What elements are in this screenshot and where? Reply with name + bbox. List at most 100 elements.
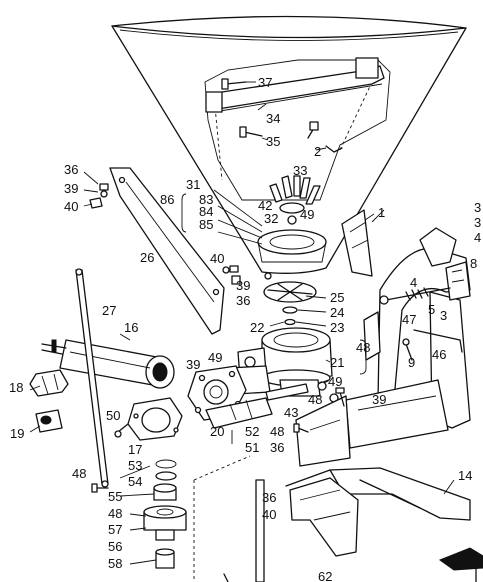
hub-56 [143, 505, 187, 541]
label-49-flange: 49 [208, 350, 222, 365]
label-2: 2 [314, 144, 321, 159]
label-36-lower: 36 [262, 490, 276, 505]
hardware-36-39-40-top [89, 183, 109, 209]
label-85: 85 [199, 217, 213, 232]
label-1: 1 [378, 205, 385, 220]
corner-detail [438, 547, 483, 582]
label-51: 51 [245, 440, 259, 455]
label-20: 20 [210, 424, 224, 439]
label-21: 21 [330, 355, 344, 370]
ring-53-54 [155, 459, 177, 481]
bolt-37 [221, 78, 247, 90]
center-line-2 [193, 455, 251, 481]
label-36-coupling: 36 [270, 440, 284, 455]
label-34: 34 [266, 111, 280, 126]
label-4-mid: 4 [410, 275, 417, 290]
bracket-part-36-40-lower [289, 477, 359, 557]
label-22: 22 [250, 320, 264, 335]
rod-27 [75, 268, 109, 488]
label-52: 52 [245, 424, 259, 439]
label-53: 53 [128, 458, 142, 473]
label-9: 9 [408, 355, 415, 370]
label-40-top: 40 [64, 199, 78, 214]
clip-2 [325, 145, 343, 153]
label-50: 50 [106, 408, 120, 423]
frame-tubes [295, 227, 471, 467]
bracket-8 [445, 261, 471, 301]
coupling-20-52 [205, 397, 273, 429]
bolt-35 [239, 121, 319, 139]
label-48-left: 48 [72, 466, 86, 481]
group-bracket-86 [181, 193, 187, 233]
label-24: 24 [330, 305, 344, 320]
rod-46 [413, 329, 463, 353]
label-43: 43 [284, 405, 298, 420]
label-84: 84 [199, 204, 213, 219]
label-39-mid: 39 [236, 278, 250, 293]
label-35: 35 [266, 134, 280, 149]
spring-rod-47 [379, 287, 451, 305]
label-17: 17 [128, 442, 142, 457]
bracket-26 [109, 167, 225, 335]
label-3-top: 3 [474, 200, 481, 215]
label-86: 86 [160, 192, 174, 207]
label-48-coupling: 48 [270, 424, 284, 439]
label-55: 55 [108, 489, 122, 504]
clamp-19 [35, 409, 63, 433]
bearing-55 [153, 483, 177, 501]
washer-24 [282, 306, 298, 314]
callout-labels: 37 34 35 2 33 31 86 83 84 85 42 32 49 1 … [9, 75, 481, 582]
label-5: 5 [428, 302, 435, 317]
label-58: 58 [108, 556, 122, 571]
label-36-mid: 36 [236, 293, 250, 308]
label-46: 46 [432, 347, 446, 362]
agitator-assembly [269, 175, 321, 225]
bolt-50 [114, 423, 129, 438]
label-3-second: 3 [474, 215, 481, 230]
label-40-lower: 40 [262, 507, 276, 522]
shaft-62 [223, 479, 265, 582]
label-31: 31 [186, 177, 200, 192]
label-14: 14 [458, 468, 472, 483]
label-8: 8 [470, 256, 477, 271]
label-48-right: 48 [356, 340, 370, 355]
label-49-shaft: 49 [328, 374, 342, 389]
leader-lines [29, 81, 455, 565]
label-36-top: 36 [64, 162, 78, 177]
label-37: 37 [258, 75, 272, 90]
gasket-17 [127, 397, 183, 441]
label-57: 57 [108, 522, 122, 537]
label-48-shaft: 48 [308, 392, 322, 407]
bracket-48-right [363, 311, 381, 361]
disc-25 [263, 281, 317, 303]
label-48-hub: 48 [108, 506, 122, 521]
label-19: 19 [10, 426, 24, 441]
label-83: 83 [199, 192, 213, 207]
group-bracket-48 [359, 339, 367, 375]
label-27: 27 [102, 303, 116, 318]
label-18: 18 [9, 380, 23, 395]
bolts-48-mid [293, 387, 345, 433]
clamp-18 [29, 369, 69, 397]
pin-9 [402, 338, 413, 361]
label-39-flange: 39 [186, 357, 200, 372]
bushing-58 [155, 548, 175, 569]
label-39-frame: 39 [372, 392, 386, 407]
label-47: 47 [402, 312, 416, 327]
label-16: 16 [124, 320, 138, 335]
nut-22-23 [284, 318, 296, 326]
label-42: 42 [258, 198, 272, 213]
label-40-mid: 40 [210, 251, 224, 266]
deflector-1 [341, 209, 373, 277]
label-62: 62 [318, 569, 332, 582]
label-56: 56 [108, 539, 122, 554]
label-25: 25 [330, 290, 344, 305]
label-49-top: 49 [300, 207, 314, 222]
label-26: 26 [140, 250, 154, 265]
label-39-top: 39 [64, 181, 78, 196]
label-54: 54 [128, 474, 142, 489]
bolt-48-left [91, 483, 109, 493]
label-32: 32 [264, 211, 278, 226]
